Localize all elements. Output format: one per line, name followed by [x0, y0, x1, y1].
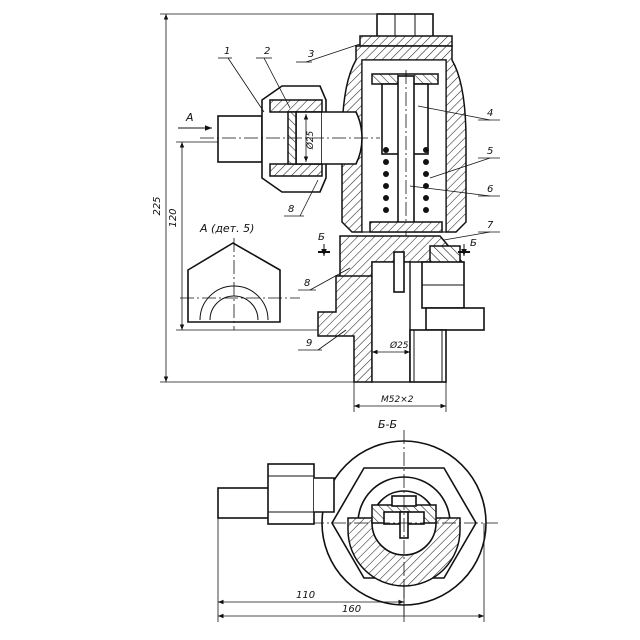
section-mark-left: Б: [318, 232, 325, 243]
dim-outlet-thread: M52×2: [381, 395, 414, 405]
dim-inlet-bore: Ø25: [305, 130, 316, 150]
callout-7: 2: [264, 46, 270, 57]
callout-9: 5: [487, 146, 493, 157]
callout-2: 7: [487, 220, 494, 231]
callout-8-bottom: 8: [304, 278, 310, 289]
callout-6: 1: [224, 46, 230, 57]
dim-plan-160: 160: [342, 604, 361, 615]
valve-disc: [369, 221, 443, 233]
base-body: [317, 275, 373, 383]
callout-4: 4: [487, 108, 493, 119]
callout-5: 8: [288, 204, 294, 215]
body-flange-right: [425, 307, 485, 331]
outlet-thread: [409, 329, 447, 383]
plan-inlet-pipe: [217, 487, 271, 519]
front-section-view: A Б Б: [178, 13, 485, 383]
callout-3: 6: [487, 184, 493, 195]
dimensions: 225 120 Ø25 Ø25 M52×2 110 160: [152, 13, 485, 622]
callouts: 1 2 3 4 5 6 7 8 8 9: [218, 43, 500, 351]
section-title: Б-Б: [378, 418, 397, 431]
dim-outlet-bore: Ø25: [389, 340, 409, 351]
callout-8-top: 3: [308, 49, 314, 60]
callout-1: 9: [306, 338, 312, 349]
spring-coils: [383, 147, 429, 213]
plan-union-nut: [267, 463, 315, 525]
dim-plan-110: 110: [296, 590, 315, 601]
plan-section-view: Б-Б: [217, 418, 498, 615]
inlet-pipe: [217, 115, 263, 163]
detail-view-a: А (дет. 5): [180, 222, 300, 330]
detail-title: А (дет. 5): [199, 222, 254, 235]
dim-inlet-axis-height: 120: [168, 208, 179, 227]
section-mark-right: Б: [470, 238, 477, 249]
view-label-a: A: [185, 111, 194, 124]
cover-flange: [359, 35, 453, 47]
dim-overall-height: 225: [152, 196, 163, 215]
